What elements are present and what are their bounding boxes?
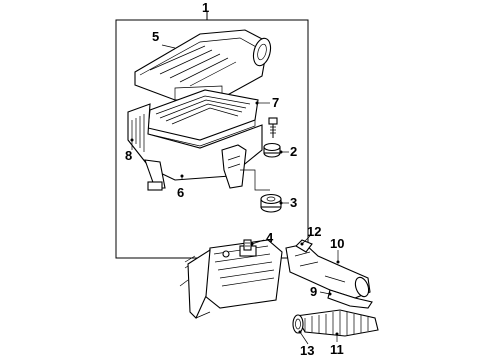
callout-9: 9 [310,284,317,299]
clip-4 [243,239,252,251]
callout-10: 10 [330,236,344,251]
upper-housing [134,29,272,101]
callout-12: 12 [307,224,321,239]
hose-9 [327,289,373,309]
callout-11: 11 [330,342,344,357]
filter-element [147,89,259,147]
callout-2: 2 [290,144,297,159]
leader-4 [251,239,265,245]
resonator-duct [285,239,371,299]
leader-5 [161,44,176,49]
hose-11 [292,309,379,337]
callout-1: 1 [202,0,209,15]
callout-5: 5 [152,29,159,44]
leader-9 [319,291,331,295]
bracket-line [240,169,270,191]
callout-13: 13 [300,343,314,358]
leader-13 [299,331,309,345]
bolt [268,117,278,138]
grommet-3 [260,193,282,213]
callout-4: 4 [266,230,274,245]
callout-6: 6 [177,185,184,200]
callout-8: 8 [125,148,132,163]
engine-block [179,239,283,319]
callout-7: 7 [272,95,279,110]
callout-3: 3 [290,195,297,210]
leader-12 [301,235,311,245]
lower-housing [127,103,263,191]
grommet-2 [263,142,281,158]
